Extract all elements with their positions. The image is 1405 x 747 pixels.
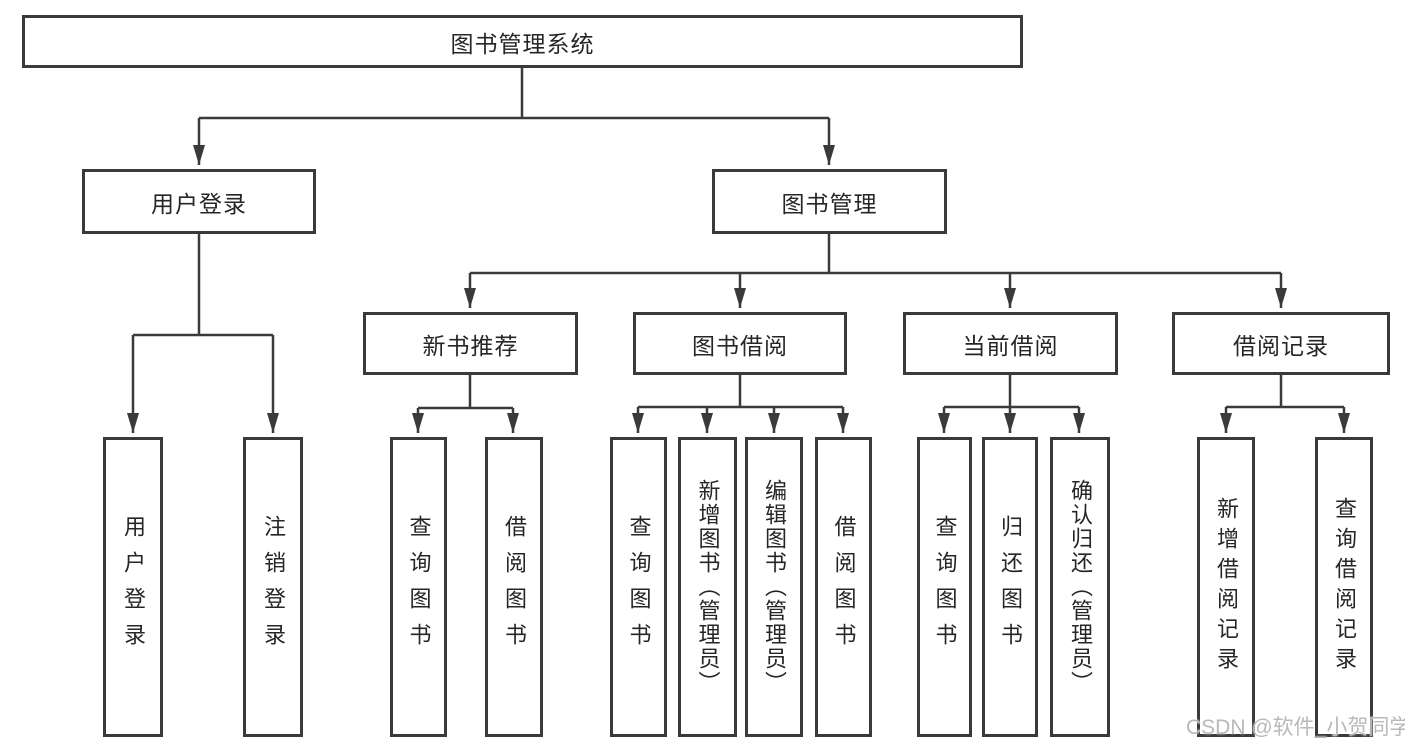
node-new-book-recommendation: 新书推荐 bbox=[363, 312, 578, 375]
leaf-borrow-books-borrowing: 借阅图书 bbox=[815, 437, 872, 737]
leaf-user-login: 用户登录 bbox=[103, 437, 163, 737]
node-book-management: 图书管理 bbox=[712, 169, 947, 234]
connector-current-borrowing-children bbox=[938, 375, 1085, 433]
connector-book-borrowing-children bbox=[632, 375, 849, 433]
connector-user-login-children bbox=[127, 234, 279, 433]
leaf-query-books-recommend: 查询图书 bbox=[390, 437, 447, 737]
leaf-query-books-borrowing: 查询图书 bbox=[610, 437, 667, 737]
leaf-edit-book-admin: 编辑图书（管理员） bbox=[745, 437, 803, 737]
connector-new-book-recommendation-children bbox=[412, 375, 519, 433]
csdn-watermark: CSDN @软件_小贺同学 bbox=[1186, 716, 1405, 739]
node-book-borrowing: 图书借阅 bbox=[633, 312, 847, 375]
leaf-query-books-current: 查询图书 bbox=[917, 437, 972, 737]
leaf-add-borrow-record: 新增借阅记录 bbox=[1197, 437, 1255, 737]
leaf-add-book-admin: 新增图书（管理员） bbox=[678, 437, 737, 737]
leaf-query-borrow-record: 查询借阅记录 bbox=[1315, 437, 1373, 737]
leaf-confirm-return-admin: 确认归还（管理员） bbox=[1050, 437, 1110, 737]
node-user-login: 用户登录 bbox=[82, 169, 316, 234]
leaf-logout: 注销登录 bbox=[243, 437, 303, 737]
connector-root-to-level2 bbox=[193, 68, 835, 165]
connector-book-management-children bbox=[464, 234, 1287, 308]
node-current-borrowing: 当前借阅 bbox=[903, 312, 1118, 375]
leaf-borrow-books-recommend: 借阅图书 bbox=[485, 437, 543, 737]
leaf-return-books: 归还图书 bbox=[982, 437, 1038, 737]
node-library-management-system: 图书管理系统 bbox=[22, 15, 1023, 68]
connector-borrowing-records-children bbox=[1220, 375, 1350, 433]
node-borrowing-records: 借阅记录 bbox=[1172, 312, 1390, 375]
